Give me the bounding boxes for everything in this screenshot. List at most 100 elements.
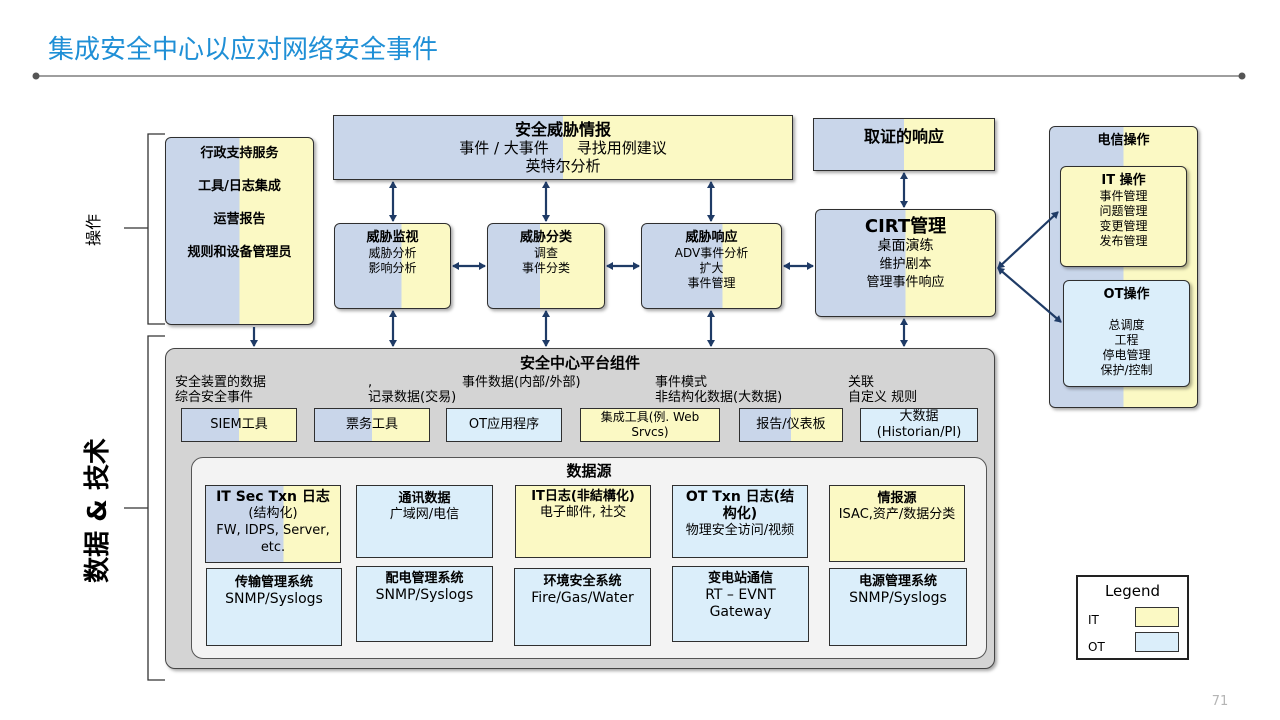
legend: Legend IT OT: [1076, 575, 1189, 660]
ds-distribution: 配电管理系统 SNMP/Syslogs: [356, 566, 493, 642]
ds-transmission-line-1: SNMP/Syslogs: [225, 591, 323, 607]
ds-it-sec: IT Sec Txn 日志 (结构化) FW, IDPS, Server, et…: [205, 485, 341, 563]
ds-comm-line-1: 广域网/电信: [389, 507, 460, 522]
legend-it-label: IT: [1088, 613, 1099, 627]
threat-response-title: 威胁响应: [685, 230, 738, 245]
ot-ops-line-1: 总调度: [1108, 318, 1145, 332]
threat-response-line-1: ADV事件分析: [674, 246, 749, 260]
ds-distribution-line-1: SNMP/Syslogs: [375, 587, 474, 603]
ot-ops-title: OT操作: [1103, 287, 1150, 302]
platform-desc-2a: ,: [368, 375, 373, 390]
tool-ticket-label: 票务工具: [345, 417, 398, 432]
ds-ot-txn-line-1: 物理安全访问/视频: [685, 523, 795, 538]
tool-report: 报告/仪表板: [739, 408, 843, 442]
legend-title: Legend: [1104, 582, 1161, 600]
tool-bigdata: 大数据 (Historian/PI): [860, 408, 978, 442]
admin-item-rules: 规则和设备管理员: [187, 245, 292, 260]
ds-ot-txn-title: OT Txn 日志(结构化): [685, 489, 795, 522]
it-ops-line-4: 发布管理: [1099, 234, 1148, 248]
threat-classification-title: 威胁分类: [519, 230, 572, 245]
tool-integration-label: 集成工具(例. Web Srvcs): [600, 410, 700, 439]
ds-substation: 变电站通信 RT – EVNT Gateway: [672, 566, 809, 642]
it-ops-line-1: 事件管理: [1099, 189, 1148, 203]
ot-ops-line-4: 保护/控制: [1100, 363, 1153, 377]
ds-it-log-title: IT日志(非結構化): [531, 489, 635, 504]
ds-it-sec-line-1: (结构化): [248, 506, 298, 521]
admin-item-support: 行政支持服务: [200, 146, 279, 161]
ds-intel: 情报源 ISAC,资产/数据分类: [829, 485, 965, 562]
ds-it-log: IT日志(非結構化) 电子邮件, 社交: [515, 485, 651, 558]
threat-response-box: 威胁响应 ADV事件分析 扩大 事件管理: [641, 223, 782, 309]
ds-ot-txn: OT Txn 日志(结构化) 物理安全访问/视频: [672, 485, 808, 558]
ds-intel-title: 情报源: [877, 491, 917, 506]
admin-services-box: 行政支持服务 工具/日志集成 运营报告 规则和设备管理员: [165, 137, 314, 325]
ds-comm-title: 通讯数据: [398, 491, 451, 506]
tool-ticket: 票务工具: [314, 408, 430, 442]
it-ops-line-2: 问题管理: [1099, 204, 1148, 218]
ds-intel-line-1: ISAC,资产/数据分类: [838, 507, 956, 522]
platform-desc-2b: 记录数据(交易): [368, 390, 457, 405]
arrow-cirt-it-ops: [997, 211, 1059, 269]
forensic-response-box: 取证的响应: [813, 118, 995, 171]
tool-integration: 集成工具(例. Web Srvcs): [580, 408, 720, 442]
it-ops-box: IT 操作 事件管理 问题管理 变更管理 发布管理: [1060, 166, 1187, 267]
threat-intel-usecase: 寻找用例建议: [576, 139, 667, 157]
forensic-response-title: 取证的响应: [863, 127, 944, 146]
platform-desc-5a: 关联: [848, 375, 875, 390]
ot-ops-line-2: 工程: [1114, 333, 1139, 347]
cirt-title: CIRT管理: [864, 216, 947, 237]
page-title: 集成安全中心以应对网络安全事件: [48, 35, 439, 65]
platform-desc-4b: 非结构化数据(大数据): [655, 390, 783, 405]
it-ops-line-3: 变更管理: [1099, 219, 1148, 233]
platform-desc-3: 事件数据(内部/外部): [462, 375, 581, 390]
ds-it-sec-title: IT Sec Txn 日志: [216, 489, 330, 505]
ds-substation-line-2: Gateway: [709, 604, 772, 620]
ds-substation-title: 变电站通信: [707, 571, 773, 586]
ot-ops-box: OT操作 总调度 工程 停电管理 保护/控制: [1063, 280, 1190, 387]
legend-ot-label: OT: [1088, 640, 1105, 654]
threat-classification-box: 威胁分类 调查 事件分类: [487, 223, 605, 309]
threat-monitoring-line-1: 威胁分析: [368, 246, 417, 260]
threat-intel-title: 安全威胁情报: [514, 120, 611, 139]
page-number: 71: [1211, 694, 1229, 709]
data-sources-title: 数据源: [566, 462, 612, 480]
threat-intel-box: 安全威胁情报 事件 / 大事件 寻找用例建议 英特尔分析: [333, 115, 793, 180]
platform-desc-1a: 安全装置的数据: [175, 375, 267, 390]
tool-report-label: 报告/仪表板: [756, 417, 826, 432]
cirt-line-3: 管理事件响应: [866, 275, 945, 290]
tool-siem: SIEM工具: [181, 408, 297, 442]
admin-item-tools: 工具/日志集成: [198, 179, 281, 194]
tool-ot-app-label: OT应用程序: [468, 417, 540, 432]
legend-it-swatch: [1135, 607, 1179, 627]
ds-environment: 环境安全系统 Fire/Gas/Water: [514, 568, 651, 646]
ds-transmission-title: 传输管理系统: [234, 575, 313, 590]
platform-title: 安全中心平台组件: [519, 354, 640, 372]
threat-classification-line-1: 调查: [533, 246, 558, 260]
cirt-box: CIRT管理 桌面演练 维护剧本 管理事件响应: [815, 209, 996, 317]
admin-item-reports: 运营报告: [213, 212, 266, 227]
threat-response-line-2: 扩大: [699, 261, 724, 275]
tool-ot-app: OT应用程序: [446, 408, 562, 442]
tool-bigdata-label: 大数据 (Historian/PI): [876, 409, 962, 440]
ds-transmission: 传输管理系统 SNMP/Syslogs: [206, 568, 342, 646]
platform-desc-3a: 事件数据(内部/外部): [462, 375, 581, 390]
ds-distribution-title: 配电管理系统: [385, 571, 464, 586]
threat-classification-line-2: 事件分类: [521, 261, 570, 275]
platform-desc-2: , 记录数据(交易): [368, 375, 456, 405]
ds-power-title: 电源管理系统: [858, 574, 937, 589]
platform-desc-5b: 自定义 规则: [848, 390, 918, 405]
telecom-ops-title: 电信操作: [1097, 133, 1150, 148]
ds-it-sec-line-2: FW, IDPS, Server, etc.: [216, 523, 330, 555]
threat-monitoring-title: 威胁监视: [366, 230, 419, 245]
ds-substation-line-1: RT – EVNT: [705, 587, 776, 603]
threat-intel-events: 事件 / 大事件: [459, 139, 549, 157]
ds-comm: 通讯数据 广域网/电信: [356, 485, 493, 558]
platform-desc-5: 关联 自定义 规则: [848, 375, 917, 405]
cirt-line-1: 桌面演练: [877, 238, 934, 254]
platform-desc-4: 事件模式 非结构化数据(大数据): [655, 375, 782, 405]
ds-power: 电源管理系统 SNMP/Syslogs: [829, 568, 967, 646]
platform-desc-1: 安全装置的数据 综合安全事件: [175, 375, 266, 405]
platform-desc-1b: 综合安全事件: [175, 390, 254, 405]
threat-monitoring-box: 威胁监视 威胁分析 影响分析: [334, 223, 451, 309]
